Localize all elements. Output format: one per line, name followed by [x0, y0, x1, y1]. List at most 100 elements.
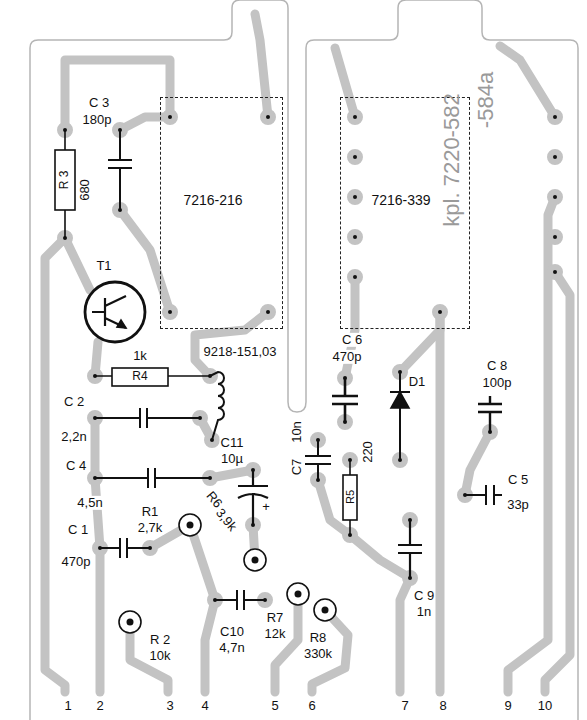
- component-label: 4,5n: [76, 496, 103, 510]
- component-symbols: [55, 130, 502, 633]
- copper-traces: [45, 14, 570, 692]
- trace: [500, 46, 555, 117]
- component-outline: 7216-216: [160, 97, 283, 329]
- trace: [275, 594, 298, 692]
- capacitor-symbol: [398, 520, 422, 578]
- watermark-text: kpl. 7220-582: [440, 92, 464, 227]
- component-label: 3: [165, 699, 174, 713]
- capacitor-symbol: [108, 130, 132, 210]
- trimmer-ring: [119, 611, 141, 633]
- capacitor-symbol: [465, 485, 502, 505]
- component-label: 330k: [303, 647, 333, 661]
- capacitor-symbol: [332, 378, 358, 422]
- component-label: +: [261, 500, 271, 514]
- pad: [322, 607, 329, 614]
- solder-pads: [60, 112, 560, 605]
- pad: [350, 152, 360, 162]
- electrolytic-capacitor-symbol: [238, 470, 268, 525]
- component-label: 33p: [506, 498, 530, 512]
- component-label: 9218-151,03: [202, 345, 277, 359]
- resistor-symbol: [55, 150, 75, 210]
- trace: [96, 548, 105, 692]
- capacitor-symbol: [478, 396, 502, 432]
- component-label: 4: [200, 699, 209, 713]
- component-label: C11: [220, 436, 245, 450]
- pad: [550, 112, 560, 122]
- pad: [550, 192, 560, 202]
- pad: [263, 112, 273, 122]
- component-label: 6: [307, 699, 316, 713]
- component-label: 1n: [416, 605, 432, 619]
- component-label: 2,2n: [60, 430, 87, 444]
- component-label: 1k: [132, 349, 148, 363]
- capacitor-symbol: [215, 590, 265, 610]
- component-label: C 5: [507, 473, 529, 487]
- component-label: 10k: [149, 649, 172, 663]
- watermark-text: -584a: [474, 71, 498, 129]
- component-label: C 8: [486, 359, 508, 373]
- component-label: 12k: [264, 627, 287, 641]
- capacitor-symbol: [95, 408, 200, 428]
- component-label: C7: [290, 458, 304, 477]
- component-label: 470p: [61, 555, 92, 569]
- transistor-symbol: [92, 296, 126, 328]
- pad: [127, 619, 134, 626]
- component-label: 7: [400, 699, 409, 713]
- diode-symbol: [391, 392, 409, 408]
- trace: [65, 60, 170, 130]
- component-label: 2,7k: [137, 521, 164, 535]
- transistor-outline: [85, 282, 145, 342]
- pad: [350, 112, 360, 122]
- pad: [165, 307, 175, 317]
- component-label: R4: [131, 370, 148, 383]
- part-number: 7216-339: [369, 192, 432, 208]
- trace: [400, 578, 410, 692]
- pad: [550, 152, 560, 162]
- component-label: 9: [503, 699, 512, 713]
- component-label: C 4: [65, 459, 87, 473]
- trimmer-ring: [314, 599, 336, 621]
- component-label: R1: [141, 505, 160, 519]
- component-label: C 1: [67, 523, 89, 537]
- component-label: 8: [438, 699, 447, 713]
- component-label: R 2: [149, 633, 171, 647]
- component-label: T1: [95, 259, 112, 273]
- trace: [45, 238, 65, 692]
- trimmer-ring: [179, 514, 201, 536]
- component-label: 470p: [332, 350, 363, 364]
- ring-centres: [127, 522, 329, 626]
- component-label: C 9: [413, 589, 435, 603]
- trace: [436, 312, 445, 692]
- pad: [252, 557, 259, 564]
- component-label: 2: [95, 699, 104, 713]
- trimmer-ring: [287, 583, 309, 605]
- component-label: R5: [344, 489, 356, 505]
- component-label: 180p: [82, 113, 113, 127]
- trace: [255, 14, 268, 117]
- resistor-symbol: [343, 475, 357, 520]
- component-label: 10: [537, 699, 553, 713]
- inductor-symbol: [210, 372, 224, 440]
- transistor-arrow: [117, 320, 126, 328]
- pad: [165, 112, 175, 122]
- component-label: C 3: [88, 96, 110, 110]
- pad: [350, 272, 360, 282]
- component-label: 3,9k: [212, 505, 240, 535]
- pad: [263, 307, 273, 317]
- pad: [550, 232, 560, 242]
- component-label: 5: [270, 699, 279, 713]
- component-label: C 2: [63, 395, 85, 409]
- trace: [545, 272, 570, 692]
- component-label: C10: [219, 625, 245, 639]
- trace: [335, 48, 355, 117]
- trimmer-ring: [244, 549, 266, 571]
- capacitor-symbol: [100, 538, 150, 558]
- part-number: 7216-216: [181, 192, 244, 208]
- component-label: R8: [309, 631, 328, 645]
- component-label: C 6: [341, 333, 363, 347]
- board-outline: [30, 0, 578, 720]
- component-label: D1: [408, 375, 427, 389]
- component-label: 1: [63, 699, 72, 713]
- resistor-symbol: [112, 368, 168, 386]
- component-label: 10n: [290, 420, 304, 444]
